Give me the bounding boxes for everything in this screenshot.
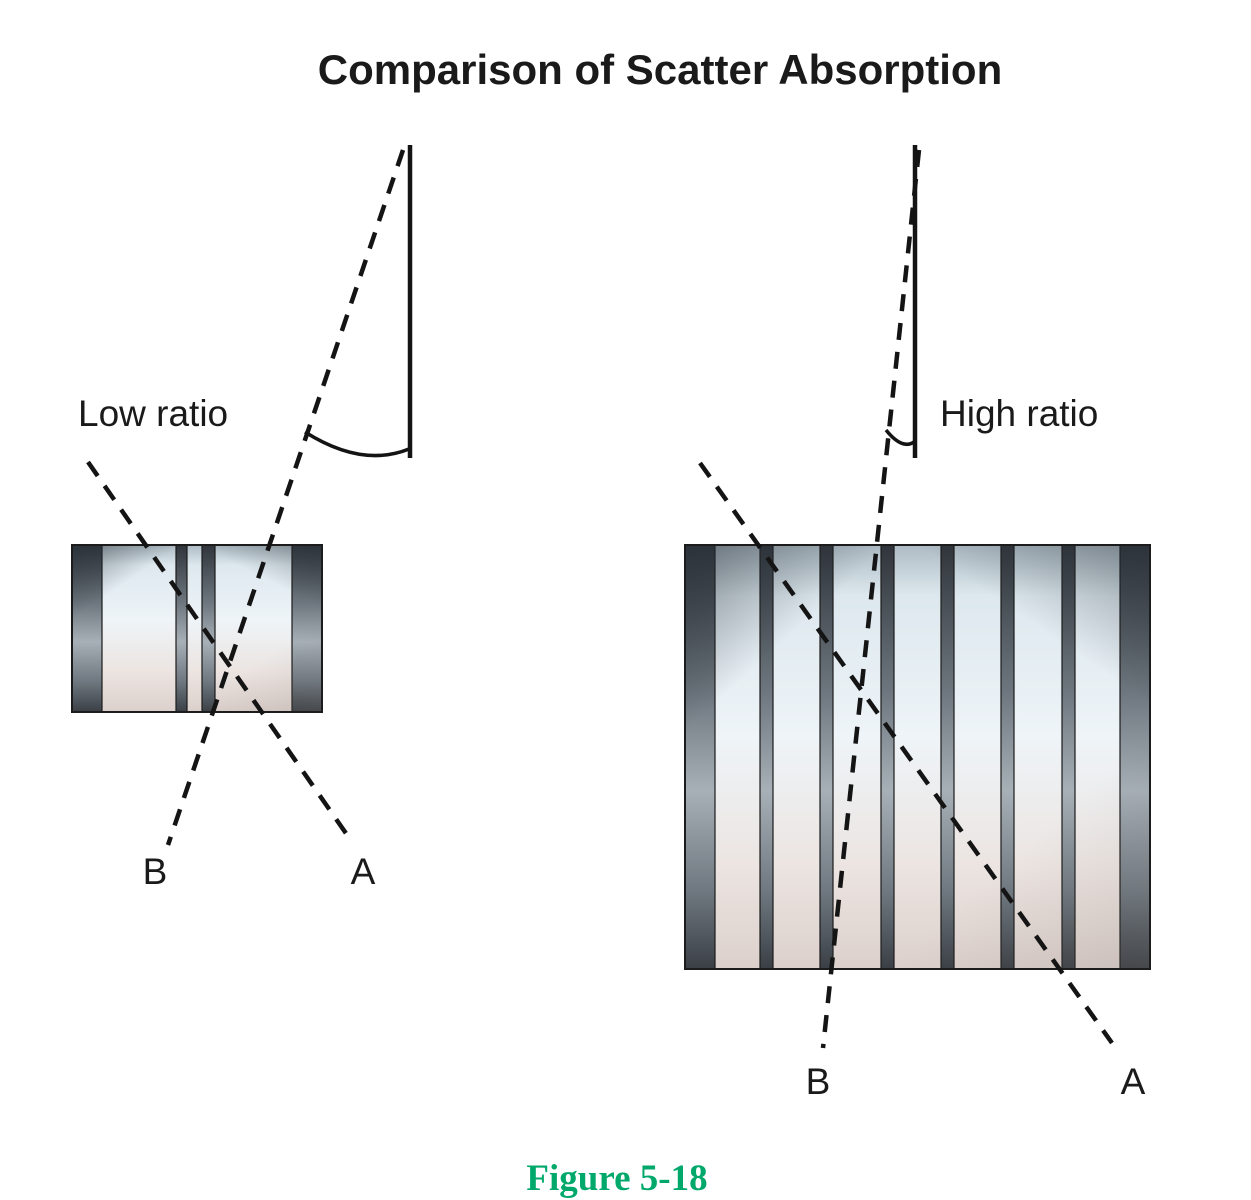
low-ratio-grid xyxy=(71,544,323,713)
ray-a-label: A xyxy=(1121,1061,1146,1102)
figure-title: Comparison of Scatter Absorption xyxy=(318,46,1003,93)
high-ratio-label: High ratio xyxy=(940,393,1098,434)
ray-a-label: A xyxy=(351,851,376,892)
low-ratio-diagram: Low ratio B A xyxy=(71,145,413,892)
angle-arc xyxy=(304,430,410,458)
high-ratio-diagram: High ratio B A xyxy=(684,145,1151,1102)
ray-a-line xyxy=(86,460,354,844)
angle-arc xyxy=(884,428,915,446)
high-ratio-grid xyxy=(684,544,1151,970)
ray-a-line xyxy=(698,461,1114,1045)
grid-border xyxy=(71,544,323,713)
grid-border xyxy=(684,544,1151,970)
ray-b-line xyxy=(820,149,922,1049)
ray-b-line xyxy=(165,149,406,846)
grid-sheen-overlay xyxy=(72,545,322,712)
grid-sheen-overlay xyxy=(685,545,1150,969)
ray-b-label: B xyxy=(806,1061,831,1102)
ray-b-label: B xyxy=(143,851,168,892)
low-ratio-label: Low ratio xyxy=(78,393,228,434)
figure-caption: Figure 5-18 xyxy=(526,1158,707,1199)
